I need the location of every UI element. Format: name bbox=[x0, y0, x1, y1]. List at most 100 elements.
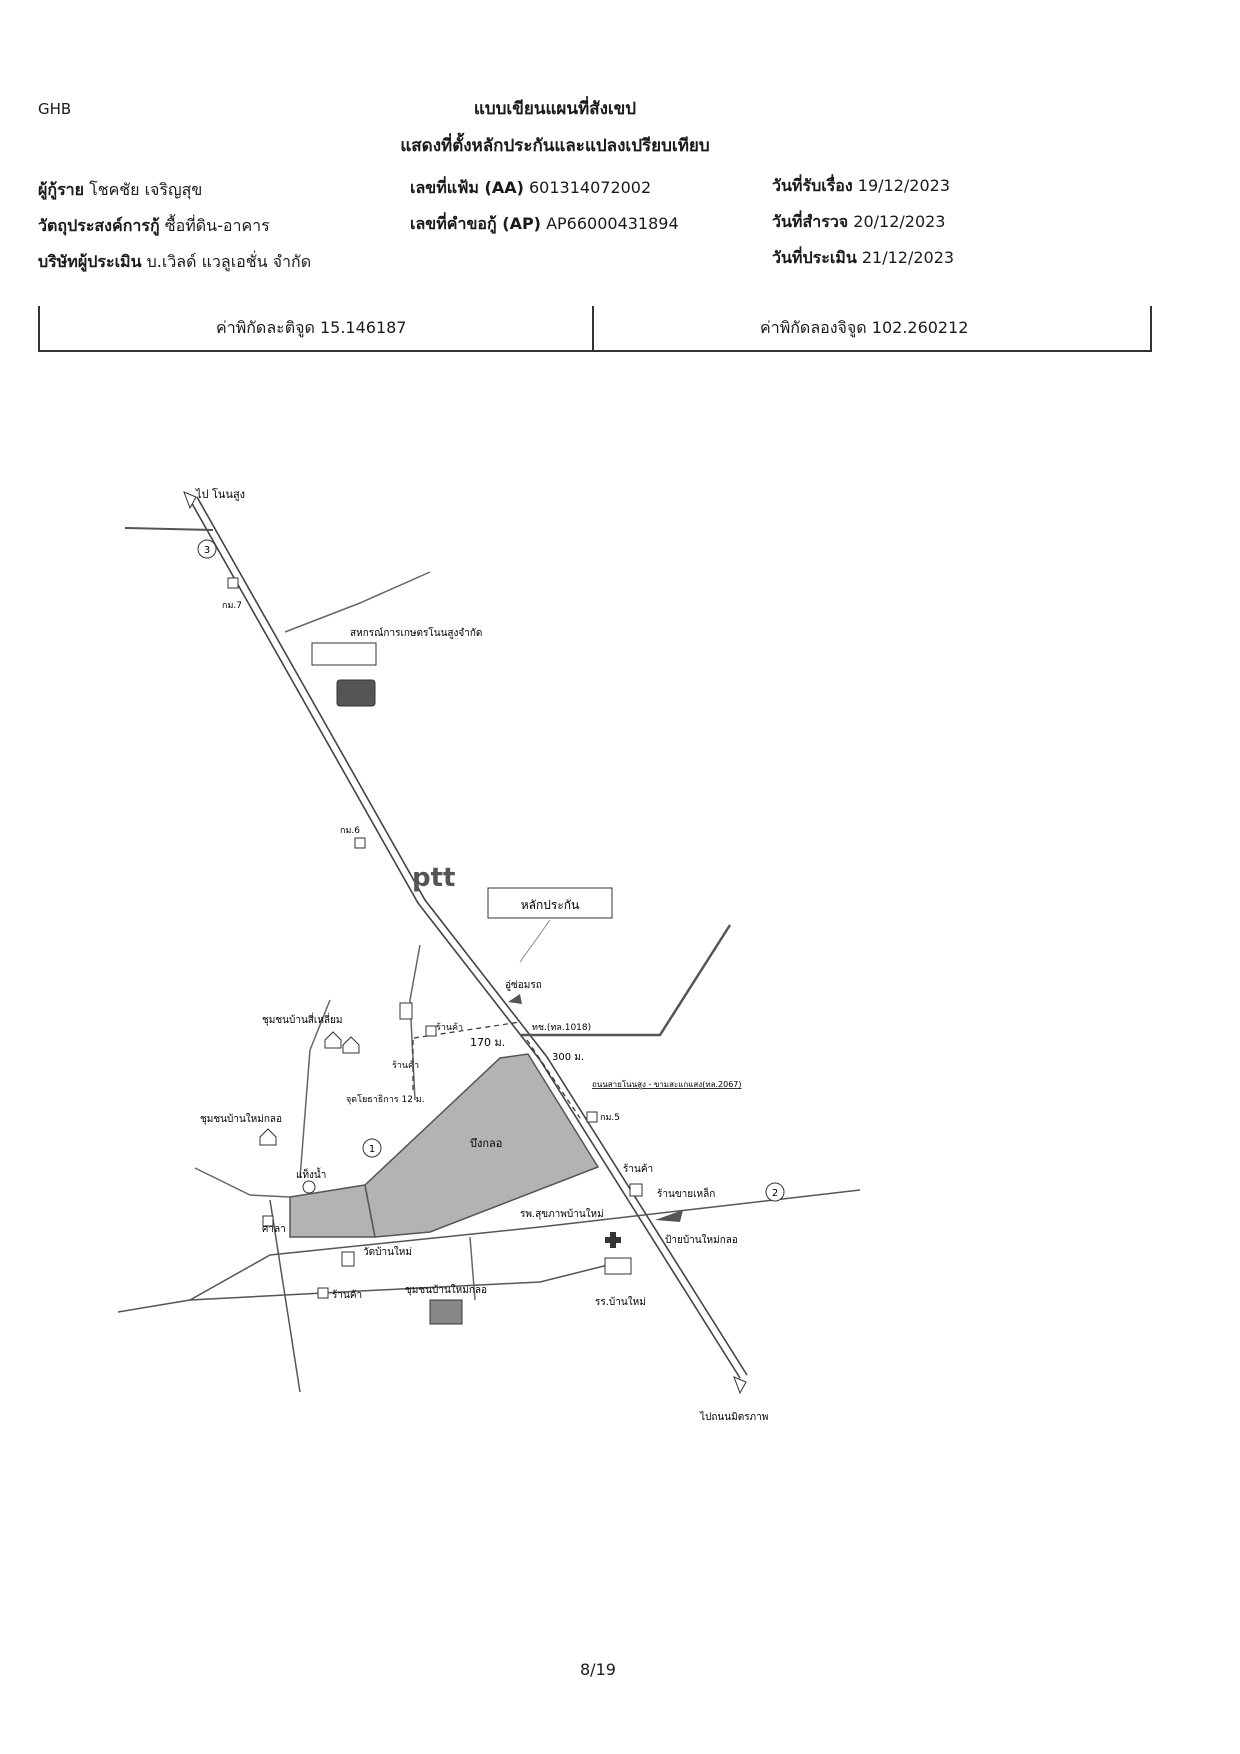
purpose-value: ซื้อที่ดิน-อาคาร bbox=[164, 216, 270, 235]
coord-divider-right bbox=[1150, 306, 1152, 350]
coord-divider-middle bbox=[592, 306, 594, 350]
sala-icon bbox=[262, 1215, 274, 1227]
road-south bbox=[117, 1189, 861, 1313]
label-collateral: หลักประกัน bbox=[521, 898, 580, 912]
label-garage: อู่ซ่อมรถ bbox=[505, 980, 542, 991]
shop1-icon bbox=[425, 1025, 437, 1037]
village-building-icon bbox=[399, 1002, 413, 1020]
purpose-label: วัตถุประสงค์การกู้ bbox=[38, 216, 160, 235]
file-row: เลขที่แฟ้ม (AA) 601314072002 bbox=[410, 176, 651, 201]
label-to-nonnimit: ไปถนนมิตรภาพ bbox=[699, 1411, 768, 1423]
garage-icon bbox=[508, 994, 522, 1004]
label-community-samlium: ชุมชนบ้านสี่เหลี่ยม bbox=[262, 1012, 343, 1026]
label-km5: กม.5 bbox=[600, 1113, 620, 1123]
steel-shop-icon bbox=[655, 1210, 683, 1222]
hospital-cross-h-icon bbox=[605, 1237, 621, 1243]
route-1-icon bbox=[362, 1138, 382, 1158]
survey-row: วันที่สำรวจ 20/12/2023 bbox=[772, 210, 945, 235]
road-temple bbox=[469, 1236, 476, 1301]
coordinates-box bbox=[38, 306, 1152, 352]
borrower-value: โชคชัย เจริญสุข bbox=[89, 180, 203, 199]
survey-label: วันที่สำรวจ bbox=[772, 212, 849, 231]
road-nw bbox=[124, 527, 214, 531]
label-coop: สหกรณ์การเกษตรโนนสูงจำกัด bbox=[350, 626, 482, 639]
label-shop3: ร้านค้า bbox=[623, 1163, 653, 1175]
route-3-label: 3 bbox=[204, 545, 210, 556]
request-row: เลขที่คำขอกู้ (AP) AP66000431894 bbox=[410, 212, 679, 237]
page-number: 8/19 bbox=[580, 1660, 616, 1679]
company-value: บ.เวิลด์ แวลูเอชั่น จำกัด bbox=[146, 252, 312, 271]
label-dist-170: 170 ม. bbox=[470, 1036, 505, 1049]
label-shop2: ร้านค้า bbox=[392, 1060, 419, 1071]
coop-building-icon bbox=[311, 642, 377, 666]
label-soil: จุดโยธาธิการ 12 ม. bbox=[346, 1094, 425, 1105]
km5-marker-icon bbox=[586, 1111, 598, 1123]
label-shop1: ร้านค้า bbox=[436, 1022, 463, 1033]
request-value: AP66000431894 bbox=[546, 214, 679, 233]
temple-icon bbox=[341, 1251, 355, 1267]
road-west-village bbox=[299, 999, 331, 1179]
house1-icon bbox=[324, 1031, 342, 1049]
appraisal-value: 21/12/2023 bbox=[861, 248, 955, 267]
latitude-text: ค่าพิกัดละติจูด 15.146187 bbox=[216, 318, 407, 337]
arrow-south-icon bbox=[733, 1376, 747, 1395]
collateral-box-icon bbox=[487, 887, 613, 919]
coop-sign-icon bbox=[336, 679, 376, 707]
main-road-line-b bbox=[196, 496, 748, 1376]
main-road-line-a bbox=[189, 499, 741, 1379]
house2-icon bbox=[342, 1036, 360, 1054]
label-shop4: ร้านค้า bbox=[332, 1289, 362, 1301]
label-pond: บึงกลอ bbox=[470, 1137, 502, 1150]
road-sw bbox=[269, 1199, 301, 1393]
parcel-left bbox=[289, 1184, 376, 1238]
road-coop bbox=[284, 571, 431, 633]
label-km6: กม.6 bbox=[340, 826, 360, 836]
borrower-row: ผู้กู้ราย โชคชัย เจริญสุข bbox=[38, 178, 202, 203]
road-1018 bbox=[520, 924, 732, 1037]
received-label: วันที่รับเรื่อง bbox=[772, 176, 853, 195]
request-label: เลขที่คำขอกู้ (AP) bbox=[410, 214, 541, 233]
borrower-label: ผู้กู้ราย bbox=[38, 180, 85, 199]
survey-value: 20/12/2023 bbox=[853, 212, 946, 231]
shop3-icon bbox=[629, 1183, 643, 1197]
km7-marker-icon bbox=[227, 577, 239, 589]
appraisal-label: วันที่ประเมิน bbox=[772, 248, 857, 267]
file-label: เลขที่แฟ้ม (AA) bbox=[410, 178, 524, 197]
label-water: แท็งน้ำ bbox=[296, 1167, 326, 1181]
route-2-label: 2 bbox=[772, 1188, 778, 1199]
label-ptt: ptt bbox=[412, 863, 455, 893]
school-icon bbox=[604, 1257, 632, 1275]
page-title: แบบเขียนแผนที่สังเขป bbox=[473, 99, 637, 119]
bank-code: GHB bbox=[38, 100, 72, 118]
label-community-maiklo2: ชุมชนบ้านใหม่กลอ bbox=[405, 1284, 487, 1296]
route-1-label: 1 bbox=[369, 1144, 375, 1155]
page-subtitle: แสดงที่ตั้งหลักประกันและแปลงเปรียบเทียบ bbox=[400, 136, 710, 156]
label-to-nonsung: ไป โนนสูง bbox=[195, 487, 245, 501]
appraisal-row: วันที่ประเมิน 21/12/2023 bbox=[772, 246, 954, 271]
label-community-maiklo: ชุมชนบ้านใหม่กลอ bbox=[200, 1113, 282, 1125]
label-road-2067: ถนนสายโนนสูง - ขามสะแกแสง(ทล.2067) bbox=[592, 1079, 742, 1090]
route-2-icon bbox=[765, 1182, 785, 1202]
collateral-leader bbox=[519, 919, 551, 963]
file-value: 601314072002 bbox=[529, 178, 652, 197]
road-north-village bbox=[409, 944, 421, 1101]
company-row: บริษัทผู้ประเมิน บ.เวิลด์ แวลูเอชั่น จำก… bbox=[38, 250, 311, 275]
label-dist-300: 300 ม. bbox=[552, 1052, 584, 1063]
house3-icon bbox=[259, 1128, 277, 1146]
shop4-icon bbox=[317, 1287, 329, 1299]
received-row: วันที่รับเรื่อง 19/12/2023 bbox=[772, 174, 950, 199]
label-road-1018: ทช.(ทล.1018) bbox=[532, 1023, 591, 1033]
road-west bbox=[194, 1167, 291, 1198]
label-hospital: รพ.สุขภาพบ้านใหม่ bbox=[520, 1208, 604, 1220]
arrow-north-icon bbox=[183, 491, 197, 510]
label-km7: กม.7 bbox=[222, 601, 242, 611]
parcel-pond bbox=[364, 1053, 600, 1238]
purpose-row: วัตถุประสงค์การกู้ ซื้อที่ดิน-อาคาร bbox=[38, 214, 270, 239]
label-school: รร.บ้านใหม่ bbox=[595, 1296, 646, 1308]
label-temple: วัดบ้านใหม่ bbox=[363, 1246, 412, 1258]
dashed-300 bbox=[526, 1039, 581, 1119]
coord-divider-left bbox=[38, 306, 40, 350]
label-steel: ร้านขายเหล็ก bbox=[657, 1186, 715, 1200]
company-label: บริษัทผู้ประเมิน bbox=[38, 252, 142, 271]
